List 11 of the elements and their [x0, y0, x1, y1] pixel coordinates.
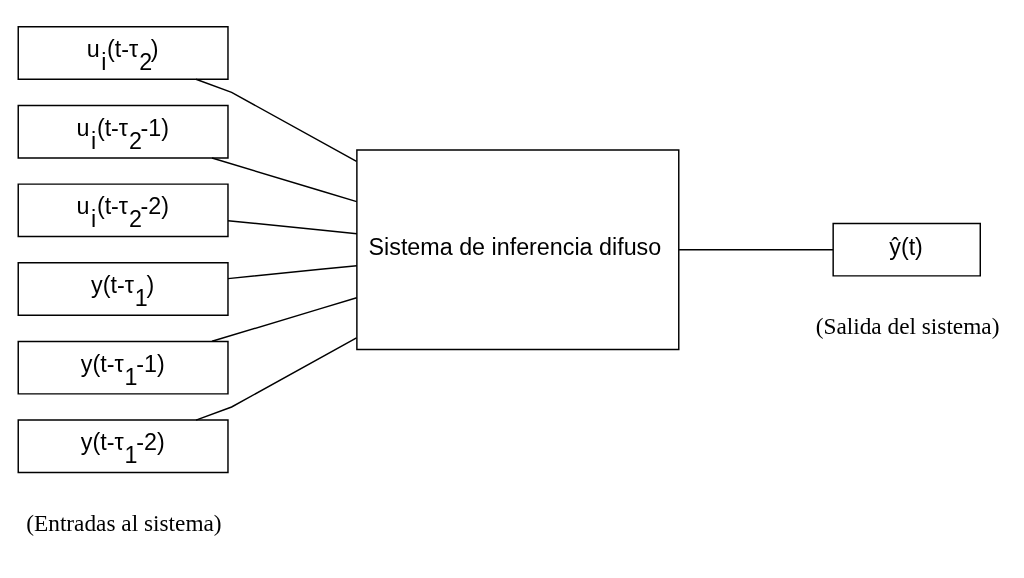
connector [211, 297, 358, 343]
connector [678, 248, 834, 251]
label: (Entradas al sistema) [26, 509, 222, 536]
connector [227, 264, 358, 280]
label: (Salida del sistema) [815, 312, 1000, 339]
node-box: Sistema de inferencia difuso [356, 149, 680, 351]
node-box: ŷ(t) [832, 222, 981, 277]
connector [195, 78, 358, 163]
connector [227, 220, 358, 235]
connector [195, 337, 358, 421]
connector [211, 157, 358, 203]
